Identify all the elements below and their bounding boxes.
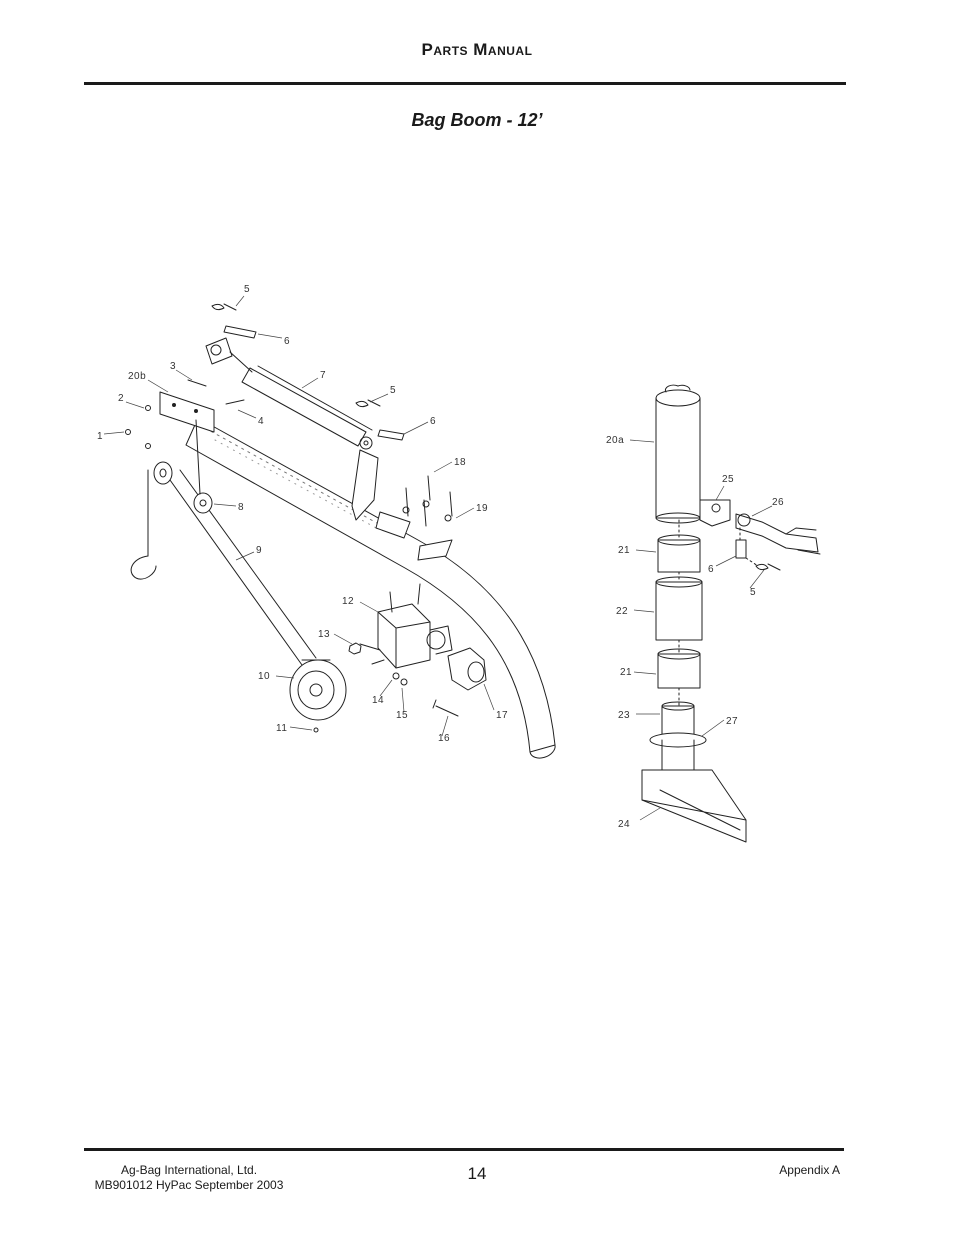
callout-label: 23 bbox=[618, 710, 630, 721]
callout-label: 18 bbox=[454, 457, 466, 468]
callout-label: 20b bbox=[128, 371, 146, 382]
callout-label: 20a bbox=[606, 435, 624, 446]
callout-label: 13 bbox=[318, 629, 330, 640]
manual-title: Parts Manual bbox=[421, 40, 533, 59]
upper-hairpin bbox=[211, 303, 237, 311]
document-id: MB901012 HyPac September 2003 bbox=[94, 1178, 284, 1192]
callout-label: 21 bbox=[620, 667, 632, 678]
bushing-21-lower bbox=[657, 653, 701, 689]
callout-label: 5 bbox=[244, 284, 250, 295]
company-name: Ag-Bag International, Ltd. bbox=[120, 1163, 258, 1177]
header-rule bbox=[84, 82, 846, 85]
bracket-19 bbox=[417, 539, 453, 561]
upper-pulley bbox=[153, 461, 173, 485]
callout-label: 6 bbox=[284, 336, 290, 347]
callout-label: 25 bbox=[722, 474, 734, 485]
hook bbox=[130, 555, 157, 580]
callout-label: 24 bbox=[618, 819, 630, 830]
boom-arm bbox=[185, 417, 556, 753]
flange-27 bbox=[649, 732, 707, 748]
mid-pin bbox=[377, 429, 405, 441]
hydraulic-cylinder bbox=[241, 367, 367, 447]
callout-label: 2 bbox=[118, 393, 124, 404]
boom-arm-hatching bbox=[204, 427, 396, 534]
bracket-25 bbox=[699, 499, 731, 527]
callout-label: 22 bbox=[616, 606, 628, 617]
callout-label: 7 bbox=[320, 370, 326, 381]
callout-label: 27 bbox=[726, 716, 738, 727]
callout-label: 9 bbox=[256, 545, 262, 556]
callout-label: 1 bbox=[97, 431, 103, 442]
section-title: Bag Boom - 12’ bbox=[411, 110, 543, 130]
gearbox bbox=[377, 603, 431, 669]
callout-label: 6 bbox=[708, 564, 714, 575]
callout-label: 16 bbox=[438, 733, 450, 744]
footer-rule bbox=[84, 1148, 844, 1151]
callout-label: 12 bbox=[342, 596, 354, 607]
bolt-16 bbox=[432, 699, 459, 717]
callout-label: 10 bbox=[258, 671, 270, 682]
hairpin-5 bbox=[755, 563, 781, 571]
callout-label: 21 bbox=[618, 545, 630, 556]
callout-label: 5 bbox=[750, 587, 756, 598]
callout-label: 3 bbox=[170, 361, 176, 372]
callout-label: 17 bbox=[496, 710, 508, 721]
motor bbox=[447, 647, 487, 691]
cylinder-bracket bbox=[351, 449, 379, 521]
callout-label: 4 bbox=[258, 416, 264, 427]
callout-label: 5 bbox=[390, 385, 396, 396]
bushing-22 bbox=[655, 581, 703, 641]
boom-arm-bottom-end bbox=[529, 744, 556, 759]
bushing-21-upper bbox=[657, 539, 701, 573]
callout-label: 19 bbox=[476, 503, 488, 514]
mount-plate bbox=[159, 391, 215, 433]
chute-24 bbox=[641, 769, 747, 843]
callout-label: 26 bbox=[772, 497, 784, 508]
bracket-18 bbox=[375, 511, 411, 539]
mid-hairpin bbox=[355, 399, 381, 408]
nut-13 bbox=[348, 642, 362, 655]
callout-label: 11 bbox=[276, 723, 287, 734]
pin-6 bbox=[735, 539, 747, 559]
arm-26 bbox=[735, 513, 819, 553]
appendix-label: Appendix A bbox=[779, 1163, 840, 1177]
post-20a bbox=[655, 397, 701, 519]
callout-label: 14 bbox=[372, 695, 384, 706]
page-number: 14 bbox=[467, 1164, 487, 1183]
pulley-8 bbox=[193, 492, 213, 514]
callout-label: 15 bbox=[396, 710, 408, 721]
upper-pin bbox=[223, 325, 257, 339]
callout-label: 8 bbox=[238, 502, 244, 513]
upper-clevis bbox=[205, 337, 233, 365]
footer-left: Ag-Bag International, Ltd. MB901012 HyPa… bbox=[84, 1163, 294, 1193]
callout-label: 6 bbox=[430, 416, 436, 427]
